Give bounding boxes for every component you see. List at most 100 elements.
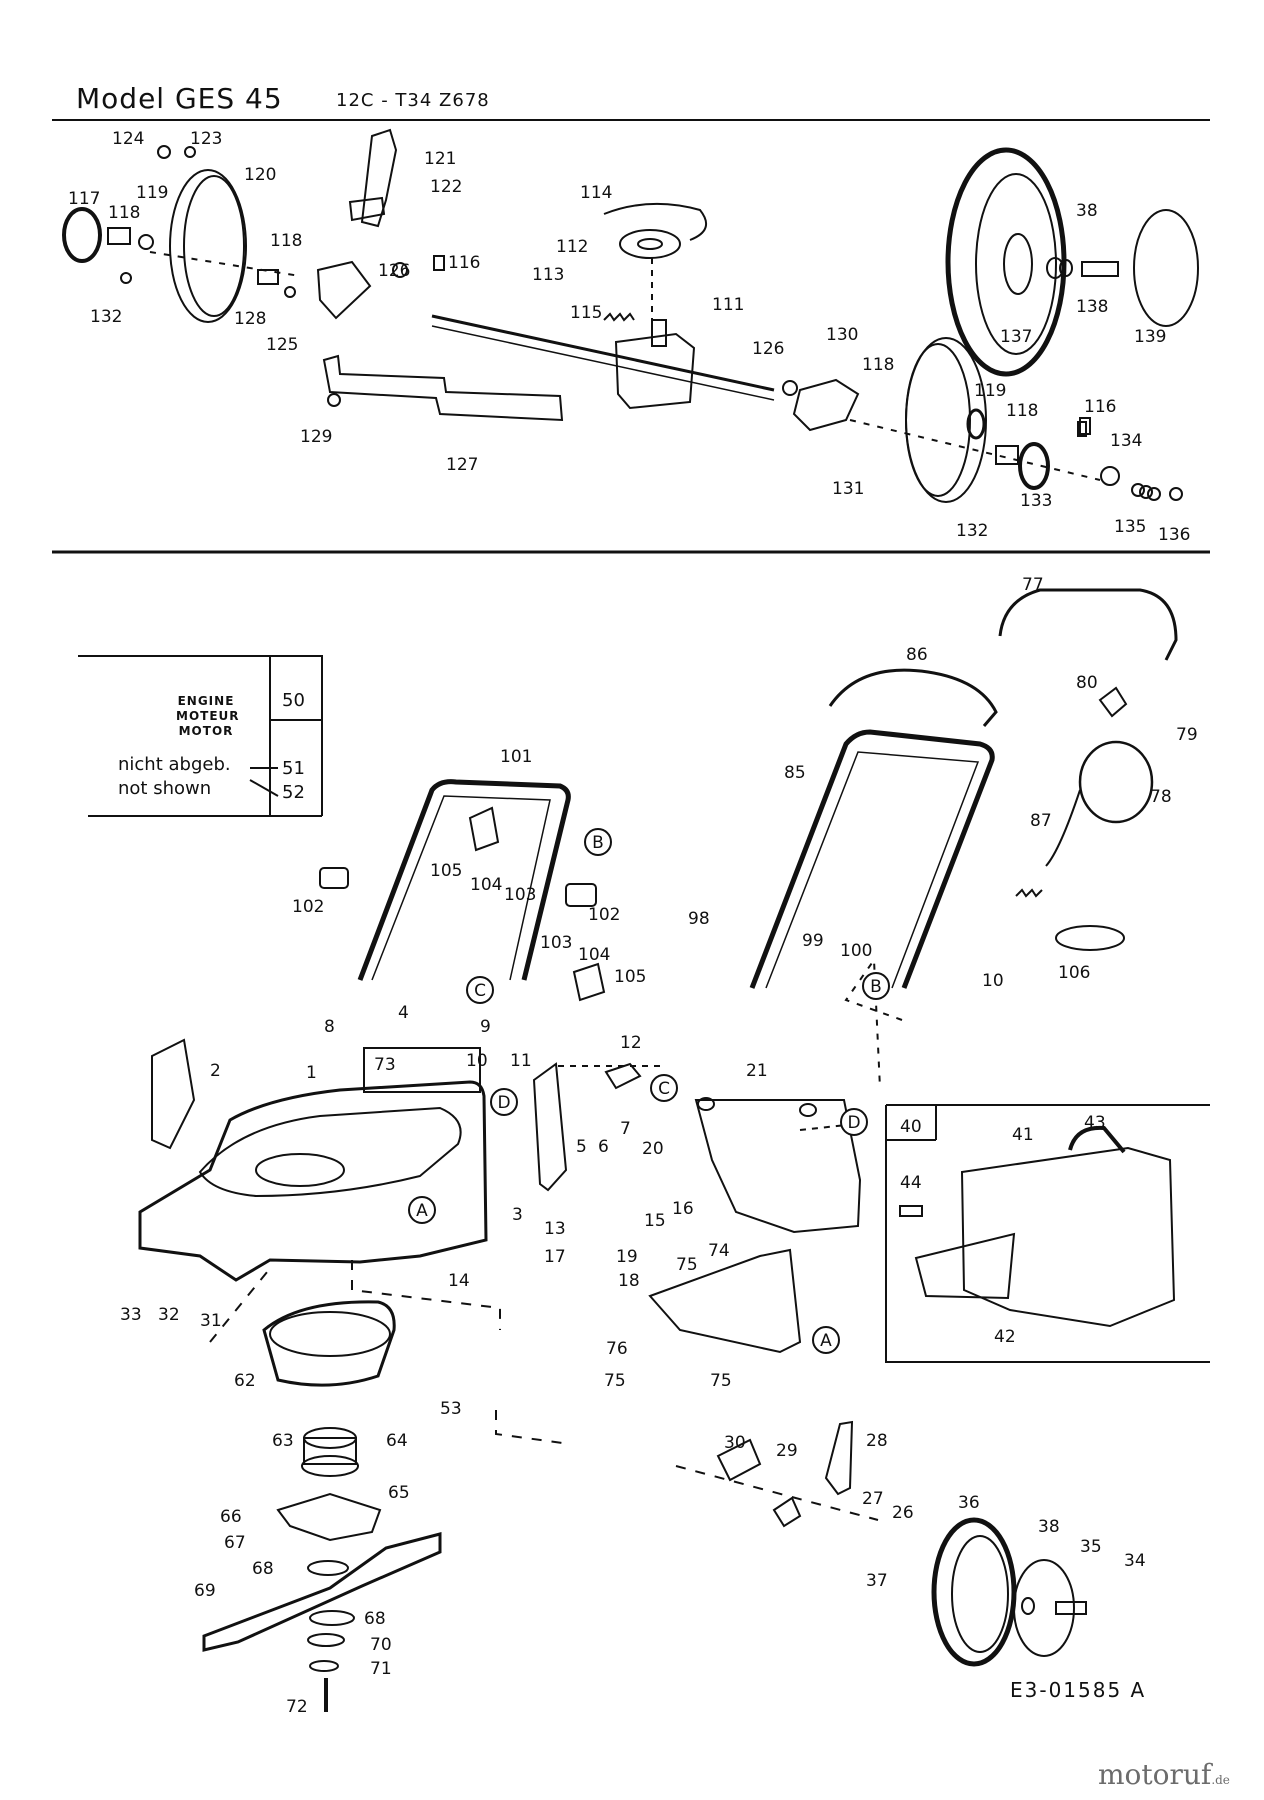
callout-132: 132 xyxy=(956,521,988,541)
marker-label: B xyxy=(870,977,882,997)
lower-handle xyxy=(357,779,571,981)
marker-b: B xyxy=(584,828,612,856)
callout-72: 72 xyxy=(286,1697,308,1717)
callout-80: 80 xyxy=(1076,673,1098,693)
callout-21: 21 xyxy=(746,1061,768,1081)
front-wheel xyxy=(931,1517,1017,1667)
callout-1: 1 xyxy=(306,1063,317,1083)
callout-67: 67 xyxy=(224,1533,246,1553)
callout-7: 7 xyxy=(620,1119,631,1139)
callout-10: 10 xyxy=(466,1051,488,1071)
callout-53: 53 xyxy=(440,1399,462,1419)
callout-29: 29 xyxy=(776,1441,798,1461)
callout-119: 119 xyxy=(136,183,168,203)
rear-hub-cap xyxy=(1133,209,1199,327)
left-gear-housing xyxy=(316,260,372,320)
deck-and-handle xyxy=(138,588,1178,1712)
callout-36: 36 xyxy=(958,1493,980,1513)
callout-121: 121 xyxy=(424,149,456,169)
throttle-cable xyxy=(1078,740,1154,824)
callout-123: 123 xyxy=(190,129,222,149)
marker-label: C xyxy=(474,981,486,1001)
marker-a: A xyxy=(408,1196,436,1224)
callout-101: 101 xyxy=(500,747,532,767)
rear-bracket xyxy=(322,354,564,422)
callout-75: 75 xyxy=(604,1371,626,1391)
callout-129: 129 xyxy=(300,427,332,447)
left-wheel-cover xyxy=(169,169,247,323)
callout-131: 131 xyxy=(832,479,864,499)
callout-100: 100 xyxy=(840,941,872,961)
marker-c: C xyxy=(466,976,494,1004)
callout-126: 126 xyxy=(378,261,410,281)
callout-132: 132 xyxy=(90,307,122,327)
callout-79: 79 xyxy=(1176,725,1198,745)
drive-axle xyxy=(431,314,775,392)
height-adjuster xyxy=(824,1420,854,1496)
motor-housing xyxy=(262,1300,396,1387)
model-title: Model GES 45 xyxy=(76,82,283,115)
callout-124: 124 xyxy=(112,129,144,149)
callout-5: 5 xyxy=(576,1137,587,1157)
callout-105: 105 xyxy=(430,861,462,881)
grass-chute xyxy=(694,1099,862,1234)
callout-20: 20 xyxy=(642,1139,664,1159)
marker-d: D xyxy=(840,1108,868,1136)
callout-26: 26 xyxy=(892,1503,914,1523)
spring xyxy=(603,312,635,322)
callout-75: 75 xyxy=(710,1371,732,1391)
callout-125: 125 xyxy=(266,335,298,355)
height-lever xyxy=(360,128,398,228)
callout-78: 78 xyxy=(1150,787,1172,807)
rear-wheel xyxy=(945,147,1067,377)
callout-115: 115 xyxy=(570,303,602,323)
callout-38: 38 xyxy=(1038,1517,1060,1537)
callout-31: 31 xyxy=(200,1311,222,1331)
callout-71: 71 xyxy=(370,1659,392,1679)
legend-engine-fr: MOTEUR xyxy=(176,709,240,723)
callout-126: 126 xyxy=(752,339,784,359)
legend-engine-de: MOTOR xyxy=(178,724,234,738)
callout-137: 137 xyxy=(1000,327,1032,347)
callout-105: 105 xyxy=(614,967,646,987)
side-bracket xyxy=(532,1062,568,1192)
watermark-brand: motoruf xyxy=(1098,1758,1212,1791)
callout-117: 117 xyxy=(68,189,100,209)
callout-138: 138 xyxy=(1076,297,1108,317)
callout-102: 102 xyxy=(588,905,620,925)
callout-30: 30 xyxy=(724,1433,746,1453)
callout-2: 2 xyxy=(210,1061,221,1081)
callout-16: 16 xyxy=(672,1199,694,1219)
callout-133: 133 xyxy=(1020,491,1052,511)
callout-15: 15 xyxy=(644,1211,666,1231)
legend-not-shown-en: not shown xyxy=(118,778,212,799)
callout-12: 12 xyxy=(620,1033,642,1053)
callout-32: 32 xyxy=(158,1305,180,1325)
callout-4: 4 xyxy=(398,1003,409,1023)
legend-number-51: 51 xyxy=(282,758,305,779)
callout-73: 73 xyxy=(374,1055,396,1075)
control-bar xyxy=(828,668,998,727)
callout-139: 139 xyxy=(1134,327,1166,347)
callout-136: 136 xyxy=(1158,525,1190,545)
callout-63: 63 xyxy=(272,1431,294,1451)
callout-42: 42 xyxy=(994,1327,1016,1347)
callout-118: 118 xyxy=(270,231,302,251)
left-gear xyxy=(62,207,102,263)
callout-17: 17 xyxy=(544,1247,566,1267)
rear-flap xyxy=(151,1038,196,1150)
callout-40: 40 xyxy=(900,1117,922,1137)
cutting-blade xyxy=(202,1532,442,1652)
marker-c: C xyxy=(650,1074,678,1102)
drawing-id: E3-01585 A xyxy=(1010,1678,1147,1702)
marker-b: B xyxy=(862,972,890,1000)
callout-62: 62 xyxy=(234,1371,256,1391)
callout-98: 98 xyxy=(688,909,710,929)
callout-104: 104 xyxy=(578,945,610,965)
legend-engine-en: ENGINE xyxy=(177,694,235,708)
callout-130: 130 xyxy=(826,325,858,345)
blade-adapter xyxy=(276,1492,382,1542)
callout-35: 35 xyxy=(1080,1537,1102,1557)
callout-64: 64 xyxy=(386,1431,408,1451)
